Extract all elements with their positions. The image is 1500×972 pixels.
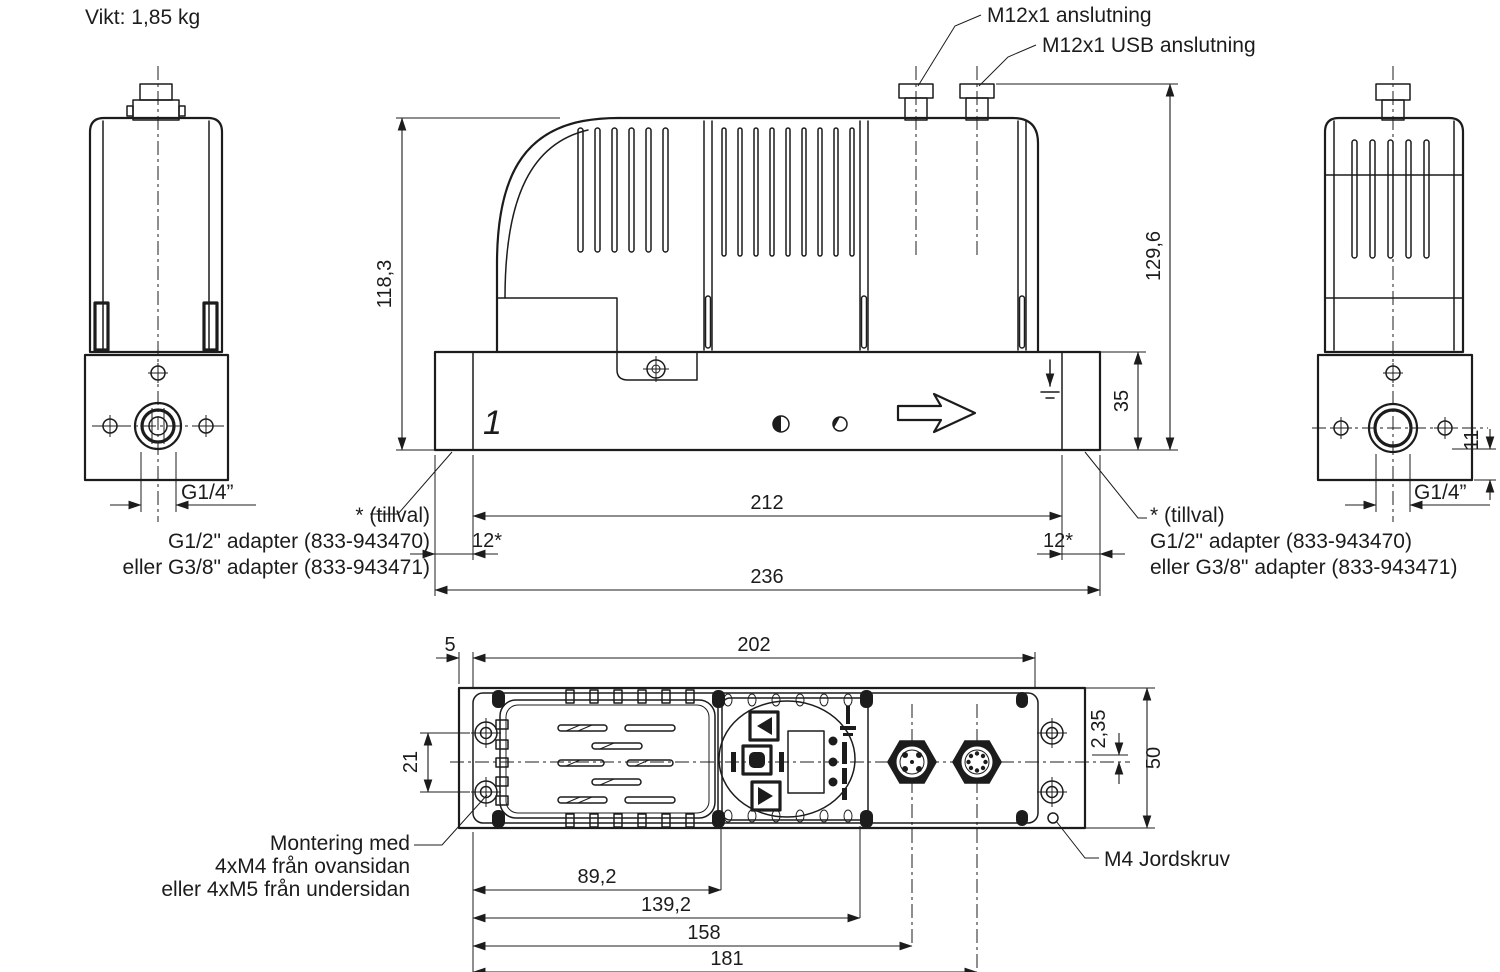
ground-screw-leader xyxy=(1055,820,1099,859)
m12-usb-leader-line xyxy=(978,44,1037,87)
dim-len-236: 236 xyxy=(750,566,783,588)
dim-base-height: 35 xyxy=(1111,390,1133,412)
display-panel xyxy=(718,697,869,821)
m12-leader-line xyxy=(917,14,982,87)
option-note-right-2: G1/2" adapter (833-943470) xyxy=(1150,530,1412,553)
panel-ground-icon xyxy=(840,706,856,736)
button-down xyxy=(750,780,782,812)
dim-offset-2-35: 2,35 xyxy=(1088,710,1110,749)
ground-screw-label: M4 Jordskruv xyxy=(1104,848,1231,871)
button-enter xyxy=(741,744,773,776)
cooling-fins-center xyxy=(721,127,855,257)
option-leader-left xyxy=(370,451,453,515)
m12-connector xyxy=(898,66,934,255)
dim-hole-pitch-21: 21 xyxy=(400,751,422,773)
ground-icon xyxy=(1040,359,1060,399)
m4-ground-screw xyxy=(1047,812,1059,824)
led-indicator xyxy=(828,757,838,767)
mounting-leader xyxy=(414,794,488,846)
option-note-left-1: * (tillval) xyxy=(355,504,430,527)
dim-offset-12-right: 12* xyxy=(1043,530,1073,552)
dim-width-50: 50 xyxy=(1143,747,1165,769)
cooling-fins-left xyxy=(577,127,669,253)
up-triangle-icon xyxy=(757,717,772,735)
left-view-connector-icon xyxy=(139,83,173,101)
led-indicator xyxy=(828,736,838,746)
view-left-end: G1/4” xyxy=(83,66,256,522)
dim-body-height: 118,3 xyxy=(374,260,396,309)
option-note-left-3: eller G3/8" adapter (833-943471) xyxy=(123,556,430,579)
dim-edge-offset-5: 5 xyxy=(444,634,455,656)
mounting-holes xyxy=(471,718,1067,807)
option-note-left-2: G1/2" adapter (833-943470) xyxy=(168,530,430,553)
display-window xyxy=(787,730,825,794)
view-top: M4 Jordskruv Montering med 4xM4 från ova… xyxy=(161,634,1231,972)
mounting-note-2: 4xM4 från ovansidan xyxy=(215,855,410,878)
m12-usb-connector-face xyxy=(952,740,1002,784)
dim-total-height: 129,6 xyxy=(1143,231,1165,281)
option-leader-right xyxy=(1084,451,1147,519)
port-size-label-right: G1/4” xyxy=(1414,481,1467,504)
dim-len-181: 181 xyxy=(710,948,743,970)
dim-len-202: 202 xyxy=(737,634,770,656)
led-indicator xyxy=(828,777,838,787)
m12-usb-connector xyxy=(959,66,995,255)
dim-len-139-2: 139,2 xyxy=(641,894,691,916)
right-view-port xyxy=(1367,402,1419,454)
vent-plate xyxy=(495,689,853,828)
dim-offset-12-left: 12* xyxy=(472,530,502,552)
view-side: 1 xyxy=(123,66,1457,596)
m12-usb-callout-label: M12x1 USB anslutning xyxy=(1042,34,1256,57)
flow-arrow-icon xyxy=(896,392,977,434)
left-view-port xyxy=(133,401,183,451)
view-right-end: G1/4” 11 xyxy=(1312,66,1496,522)
button-up xyxy=(748,710,780,742)
down-triangle-icon xyxy=(758,787,773,805)
mounting-note-1: Montering med xyxy=(270,832,410,855)
dim-len-158: 158 xyxy=(687,922,720,944)
port-1-marker: 1 xyxy=(483,404,502,442)
m12-connector-face xyxy=(887,740,937,784)
mounting-channels xyxy=(703,120,1027,351)
dim-len-89-2: 89,2 xyxy=(578,866,617,888)
dim-len-212: 212 xyxy=(750,492,783,514)
weight-label: Vikt: 1,85 kg xyxy=(85,6,200,29)
cooling-fins-right-view xyxy=(1351,139,1430,259)
mounting-note-3: eller 4xM5 från undersidan xyxy=(161,878,410,901)
m12-callout-label: M12x1 anslutning xyxy=(987,4,1152,27)
port-size-label-left: G1/4” xyxy=(181,481,234,504)
option-note-right-1: * (tillval) xyxy=(1150,504,1225,527)
option-note-right-3: eller G3/8" adapter (833-943471) xyxy=(1150,556,1457,579)
dim-port-offset-11: 11 xyxy=(1461,430,1483,451)
